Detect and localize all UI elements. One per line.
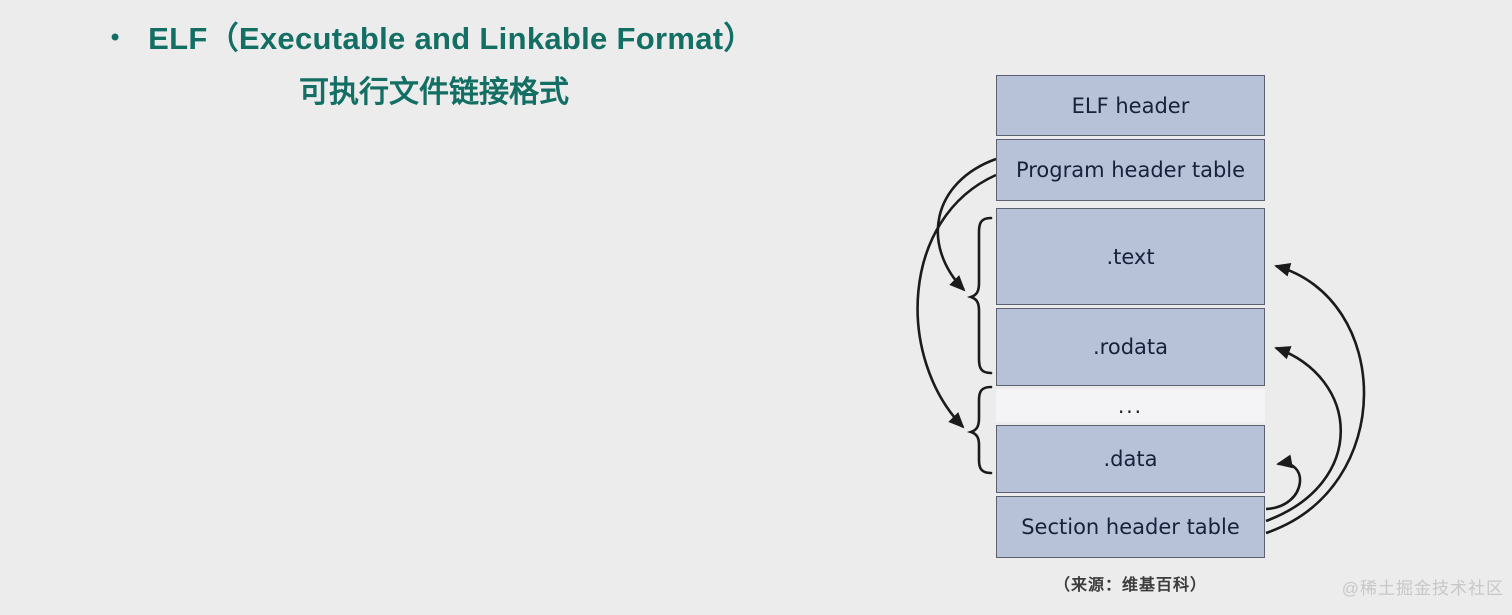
diagram-box-label: .text (1106, 244, 1155, 269)
diagram-box-text-section: .text (996, 208, 1265, 305)
arrow-sht-to-data (1265, 454, 1302, 511)
diagram-source-caption: （来源：维基百科） (1053, 577, 1207, 594)
watermark: @稀土掘金技术社区 (1341, 579, 1504, 598)
diagram-box-rodata-section: .rodata (996, 308, 1265, 386)
ellipsis-label: ... (1117, 393, 1144, 418)
diagram-box-elf-header: ELF header (996, 75, 1265, 136)
diagram-box-label: .data (1103, 447, 1158, 471)
page-title: ELF（Executable and Linkable Format） (148, 21, 755, 56)
elf-structure-diagram: ELF header Program header table .text .r… (900, 60, 1412, 615)
bullet-icon: • (108, 24, 123, 52)
diagram-box-label: Program header table (1015, 158, 1246, 182)
diagram-box-program-header-table: Program header table (996, 139, 1265, 201)
title-row: • ELF（Executable and Linkable Format） (108, 18, 755, 60)
diagram-box-label: .rodata (1093, 335, 1168, 359)
diagram-box-section-header-table: Section header table (996, 496, 1265, 558)
diagram-ellipsis-row: ... (996, 389, 1265, 422)
page-subtitle: 可执行文件链接格式 (299, 76, 569, 109)
arrow-pht-to-data-group (916, 173, 997, 429)
brace-ellipsis-data (966, 385, 993, 475)
diagram-box-data-section: .data (996, 425, 1265, 493)
diagram-box-label: Section header table (1021, 515, 1240, 539)
arrow-sht-to-rodata (1265, 346, 1343, 523)
diagram-box-label: ELF header (1071, 93, 1190, 118)
arrow-pht-to-text-group (936, 157, 997, 292)
brace-text-rodata (966, 216, 993, 375)
arrow-sht-to-text (1265, 262, 1366, 535)
